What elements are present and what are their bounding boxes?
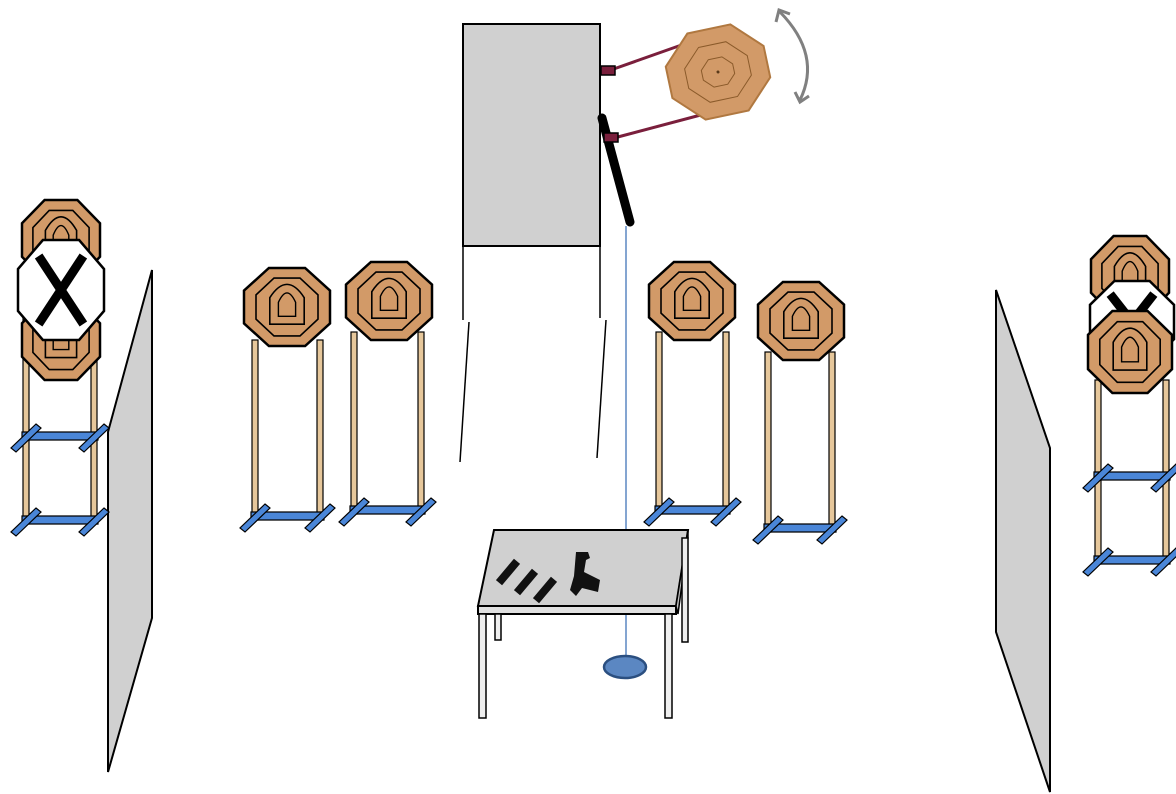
steel-target-icon (344, 260, 434, 342)
steel-target-icon (756, 280, 846, 362)
stand-center-left-2 (338, 331, 437, 527)
steel-target-icon (647, 260, 737, 342)
steel-targets (16, 198, 1176, 395)
barricade-right-post-lower (596, 319, 607, 459)
magazine-icon (495, 558, 558, 604)
left-array-stand (10, 299, 110, 537)
lanyard-upper (607, 40, 691, 73)
left-side-wall (107, 269, 153, 773)
hinge-upper (600, 65, 616, 76)
no-shoot-target-icon (16, 238, 106, 342)
table-leg-front-right (664, 613, 673, 719)
table-leg-back-left (494, 613, 502, 641)
target-stands (10, 299, 1176, 577)
stand-center-right-1 (643, 331, 742, 527)
stand-center-right-2 (752, 351, 848, 545)
barricade-left-post-lower (459, 321, 470, 463)
swing-arrow-icon (774, 8, 810, 105)
hinge-lower (603, 132, 619, 143)
barricade-panel (462, 23, 601, 247)
lanyard-lower (613, 110, 713, 140)
pistol-icon (570, 552, 600, 596)
swinging-target-assembly (597, 8, 810, 227)
steel-target-icon (1086, 309, 1174, 395)
loading-table (476, 529, 690, 719)
table-leg-front-left (478, 613, 487, 719)
table-leg-back-right (681, 537, 689, 643)
center-barricade (459, 23, 607, 463)
swinging-target-icon (664, 23, 772, 121)
stand-center-left-1 (239, 339, 336, 533)
right-side-wall (995, 289, 1051, 793)
foot-pad-icon (602, 654, 648, 680)
right-array-stand (1082, 379, 1176, 577)
table-front-edge (477, 605, 677, 615)
steel-target-icon (242, 266, 332, 348)
